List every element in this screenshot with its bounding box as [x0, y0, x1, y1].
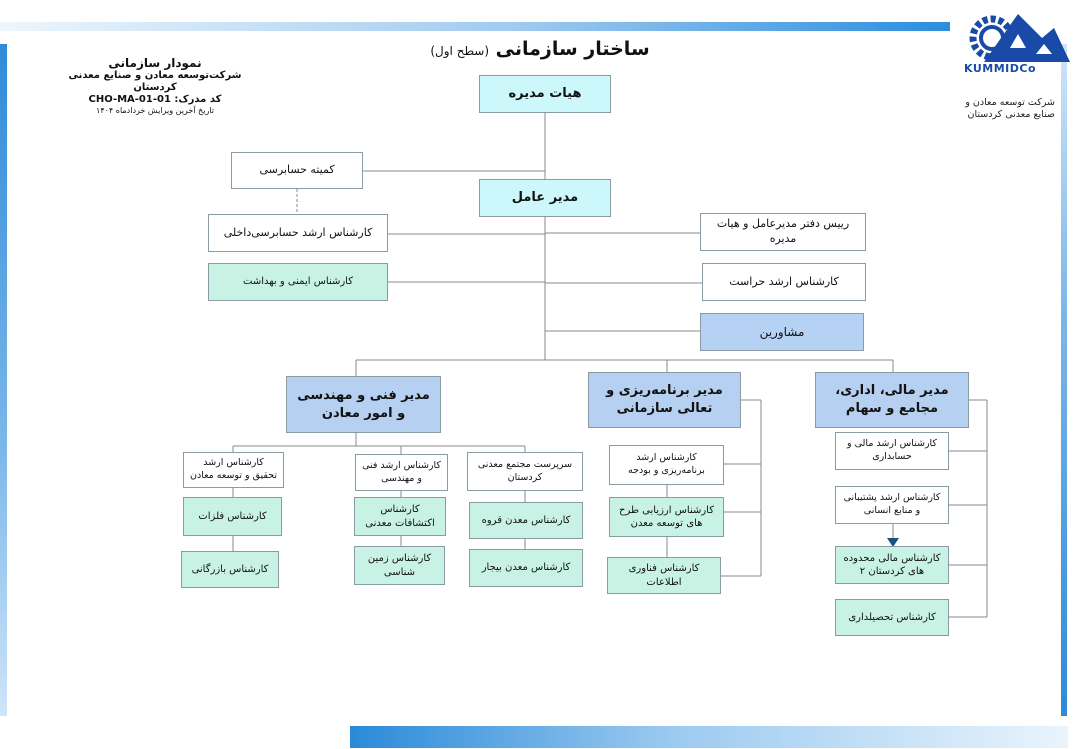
research-expert-box: کارشناس ارشد تحقیق و توسعه معادن	[183, 452, 284, 488]
accounting-expert-label: کارشناس ارشد مالی و حسابداری	[847, 438, 937, 462]
evaluation-expert-label: کارشناس ارزیابی طرح های توسعه معدن	[619, 504, 714, 530]
regions-finance-label: کارشناس مالی محدوده های کردستان ۲	[843, 552, 941, 578]
complex-supervisor-label: سرپرست مجتمع معدنی کردستان	[477, 458, 573, 483]
tech-manager-label: مدیر فنی و مهندسی و امور معادن	[297, 387, 430, 421]
internal-audit-label: کارشناس ارشد حسابرسی‌داخلی	[223, 225, 373, 239]
header-decorative-bar	[0, 22, 950, 31]
tech-manager-box: مدیر فنی و مهندسی و امور معادن	[286, 376, 441, 433]
security-label: کارشناس ارشد حراست	[729, 274, 839, 288]
it-expert-label: کارشناس فناوری اطلاعات	[628, 563, 700, 588]
footer-decorative-bar	[350, 726, 1068, 748]
hr-expert-box: کارشناس ارشد پشتیبانی و منابع انسانی	[835, 486, 949, 524]
document-info: نمودار سازمانی شرکت‌توسعه معادن و صنایع …	[60, 56, 250, 116]
planning-manager-box: مدیر برنامه‌ریزی و تعالی سازمانی	[588, 372, 741, 428]
finance-manager-label: مدیر مالی، اداری، مجامع و سهام	[835, 383, 949, 416]
finance-manager-box: مدیر مالی، اداری، مجامع و سهام	[815, 372, 969, 428]
hr-expert-label: کارشناس ارشد پشتیبانی و منابع انسانی	[843, 492, 941, 516]
tech-eng-expert-label: کارشناس ارشد فنی و مهندسی	[362, 459, 441, 484]
right-decorative-bar	[1061, 44, 1067, 716]
qorveh-mine-label: کارشناس معدن قروه	[481, 514, 571, 526]
company-name: شرکت توسعه معادن و صنایع معدنی کردستان	[965, 97, 1055, 120]
geology-expert-box: کارشناس زمین شناسی	[354, 546, 445, 585]
ceo-label: مدیر عامل	[511, 190, 579, 206]
info-company: شرکت‌توسعه معادن و صنایع معدنی کردستان	[68, 70, 242, 94]
collections-expert-label: کارشناس تحصیلداری	[848, 611, 936, 623]
geology-expert-label: کارشناس زمین شناسی	[367, 553, 432, 578]
advisors-label: مشاورین	[759, 324, 805, 339]
security-box: کارشناس ارشد حراست	[702, 263, 866, 301]
title-text: ساختار سازمانی	[495, 38, 650, 60]
bijar-mine-box: کارشناس معدن بیجار	[469, 549, 583, 587]
exploration-expert-label: کارشناس اکتشافات معدنی	[365, 504, 435, 529]
office-head-label: رییس دفتر مدیرعامل و هیات مدیره	[716, 217, 850, 245]
kummidco-logo-icon	[969, 14, 1070, 62]
collections-expert-box: کارشناس تحصیلداری	[835, 599, 949, 636]
accounting-expert-box: کارشناس ارشد مالی و حسابداری	[835, 432, 949, 470]
budget-expert-label: کارشناس ارشد برنامه‌ریزی و بودجه	[628, 452, 705, 476]
metals-expert-box: کارشناس فلزات	[183, 497, 282, 536]
metals-expert-label: کارشناس فلزات	[198, 510, 267, 522]
audit-committee-box: کمیته حسابرسی	[231, 152, 363, 189]
complex-supervisor-box: سرپرست مجتمع معدنی کردستان	[467, 452, 583, 491]
office-head-box: رییس دفتر مدیرعامل و هیات مدیره	[700, 213, 866, 251]
logo-text: KUMMIDCo	[964, 62, 1037, 75]
evaluation-expert-box: کارشناس ارزیابی طرح های توسعه معدن	[609, 497, 724, 537]
title-subtitle: (سطح اول)	[430, 44, 490, 58]
commerce-expert-box: کارشناس بازرگانی	[181, 551, 279, 588]
info-title: نمودار سازمانی	[108, 56, 202, 70]
tech-eng-expert-box: کارشناس ارشد فنی و مهندسی	[355, 454, 448, 491]
hse-box: کارشناس ایمنی و بهداشت	[208, 263, 388, 301]
internal-audit-box: کارشناس ارشد حسابرسی‌داخلی	[208, 214, 388, 252]
commerce-expert-label: کارشناس بازرگانی	[191, 563, 269, 575]
regions-finance-box: کارشناس مالی محدوده های کردستان ۲	[835, 546, 949, 584]
budget-expert-box: کارشناس ارشد برنامه‌ریزی و بودجه	[609, 445, 724, 485]
info-code: کد مدرک: CHO-MA-01-01	[88, 94, 222, 106]
board-box: هیات مدیره	[479, 75, 611, 113]
bijar-mine-label: کارشناس معدن بیجار	[481, 562, 571, 574]
planning-manager-label: مدیر برنامه‌ریزی و تعالی سازمانی	[606, 383, 723, 416]
board-label: هیات مدیره	[508, 86, 582, 102]
audit-committee-label: کمیته حسابرسی	[259, 163, 335, 177]
info-date: تاریخ آخرین ویرایش خردادماه ۱۴۰۴	[96, 106, 214, 116]
qorveh-mine-box: کارشناس معدن قروه	[469, 502, 583, 539]
research-expert-label: کارشناس ارشد تحقیق و توسعه معادن	[190, 457, 277, 481]
exploration-expert-box: کارشناس اکتشافات معدنی	[354, 497, 446, 536]
page-title: ساختار سازمانی (سطح اول)	[420, 38, 660, 60]
left-decorative-bar	[0, 44, 7, 716]
hse-label: کارشناس ایمنی و بهداشت	[243, 276, 353, 288]
it-expert-box: کارشناس فناوری اطلاعات	[607, 557, 721, 594]
advisors-box: مشاورین	[700, 313, 864, 351]
ceo-box: مدیر عامل	[479, 179, 611, 217]
